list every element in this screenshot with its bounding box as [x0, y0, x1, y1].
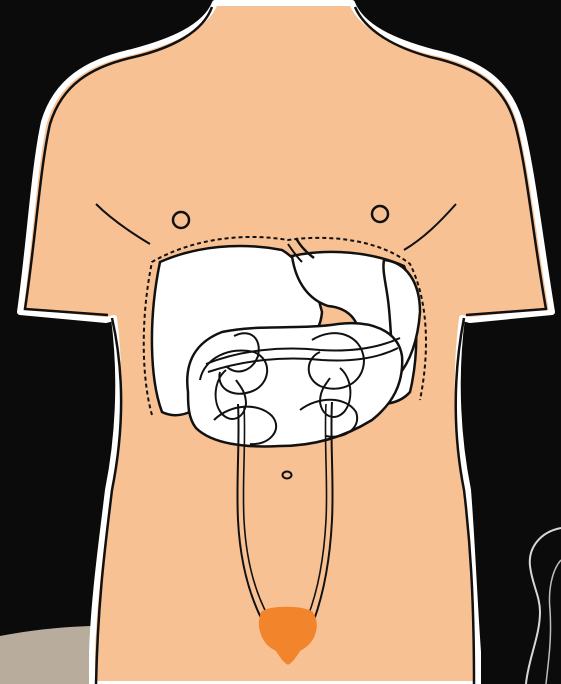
diagram-canvas	[0, 0, 561, 684]
anatomy-diagram	[0, 0, 561, 684]
